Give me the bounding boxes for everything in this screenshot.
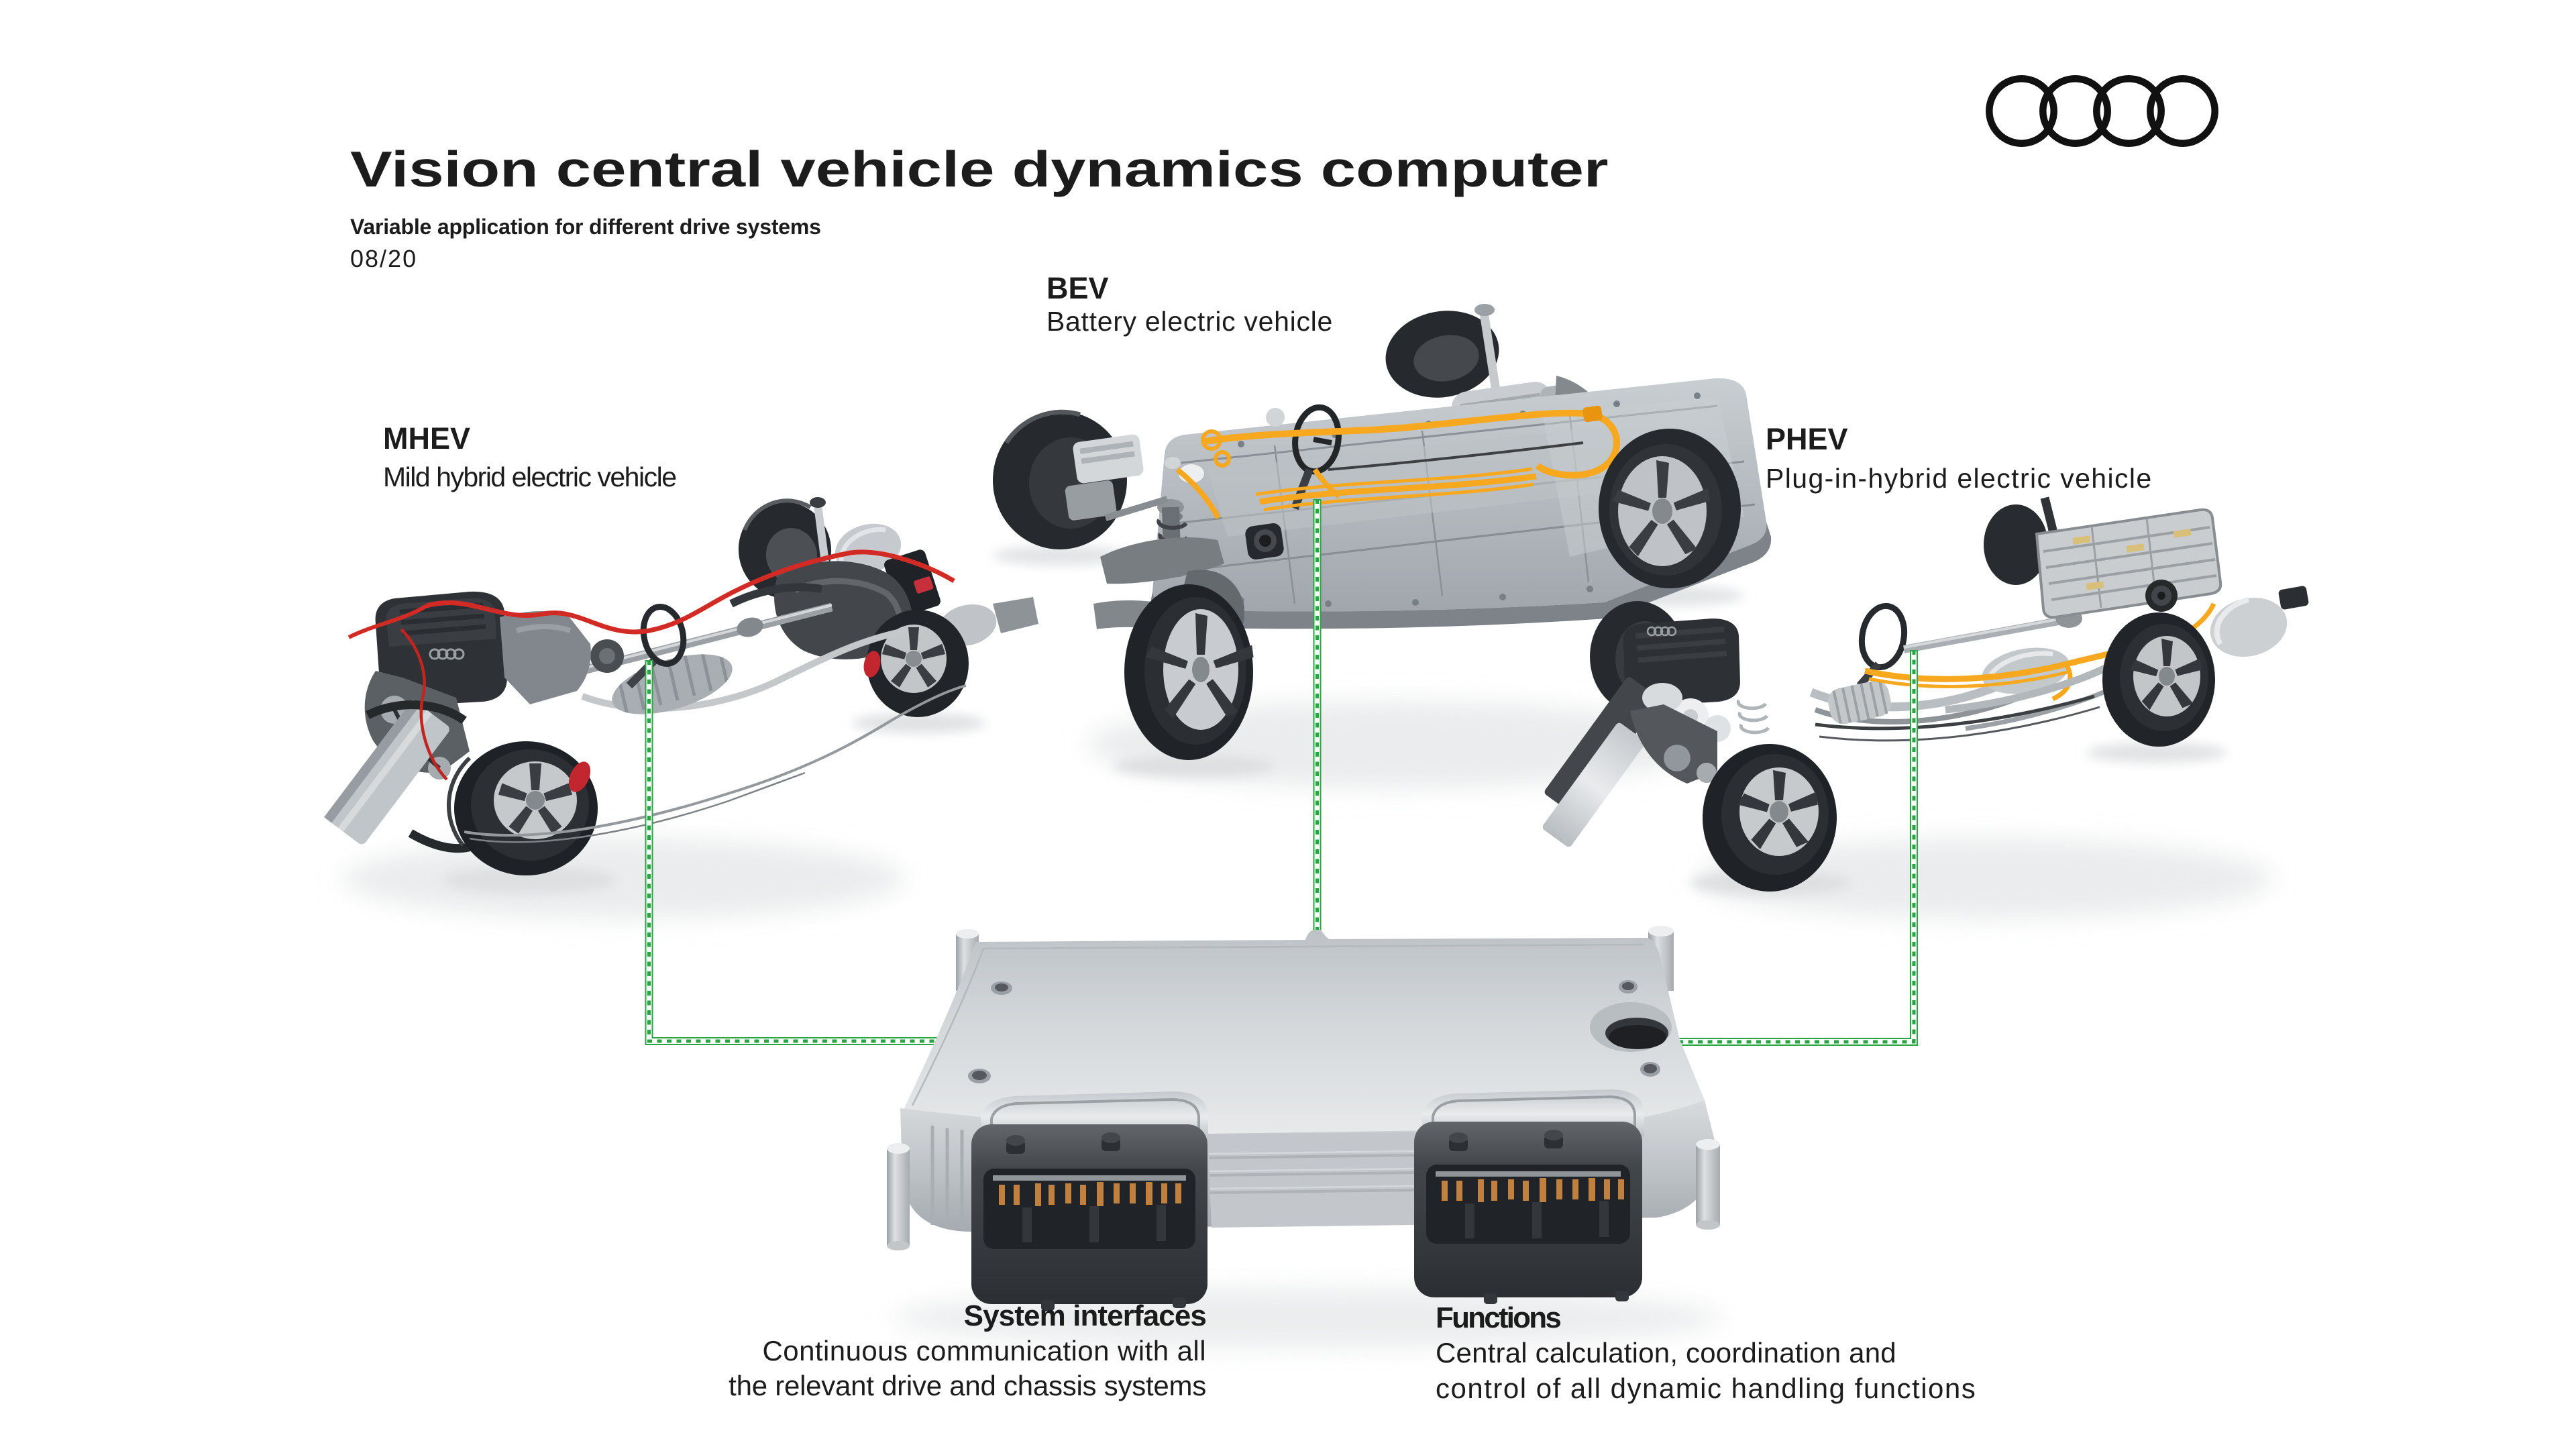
- svg-text:control of all dynamic handlin: control of all dynamic handling function…: [1436, 1373, 1976, 1404]
- svg-text:Battery electric vehicle: Battery electric vehicle: [1046, 306, 1333, 337]
- svg-text:Functions: Functions: [1436, 1301, 1560, 1334]
- svg-text:BEV: BEV: [1046, 271, 1109, 305]
- svg-text:the relevant drive and chassis: the relevant drive and chassis systems: [729, 1370, 1206, 1401]
- svg-text:Mild hybrid electric vehicle: Mild hybrid electric vehicle: [383, 462, 676, 492]
- svg-text:Central calculation, coordinat: Central calculation, coordination and: [1436, 1337, 1896, 1368]
- svg-text:Variable application for diffe: Variable application for different drive…: [350, 215, 821, 239]
- svg-text:MHEV: MHEV: [383, 421, 470, 455]
- svg-text:08/20: 08/20: [350, 245, 417, 272]
- svg-text:System interfaces: System interfaces: [964, 1299, 1206, 1332]
- svg-text:Continuous communication with: Continuous communication with all: [762, 1335, 1206, 1366]
- svg-text:Vision central vehicle dynamic: Vision central vehicle dynamics computer: [350, 142, 1608, 198]
- svg-text:PHEV: PHEV: [1766, 422, 1848, 456]
- svg-text:Plug-in-hybrid electric vehicl: Plug-in-hybrid electric vehicle: [1766, 463, 2153, 494]
